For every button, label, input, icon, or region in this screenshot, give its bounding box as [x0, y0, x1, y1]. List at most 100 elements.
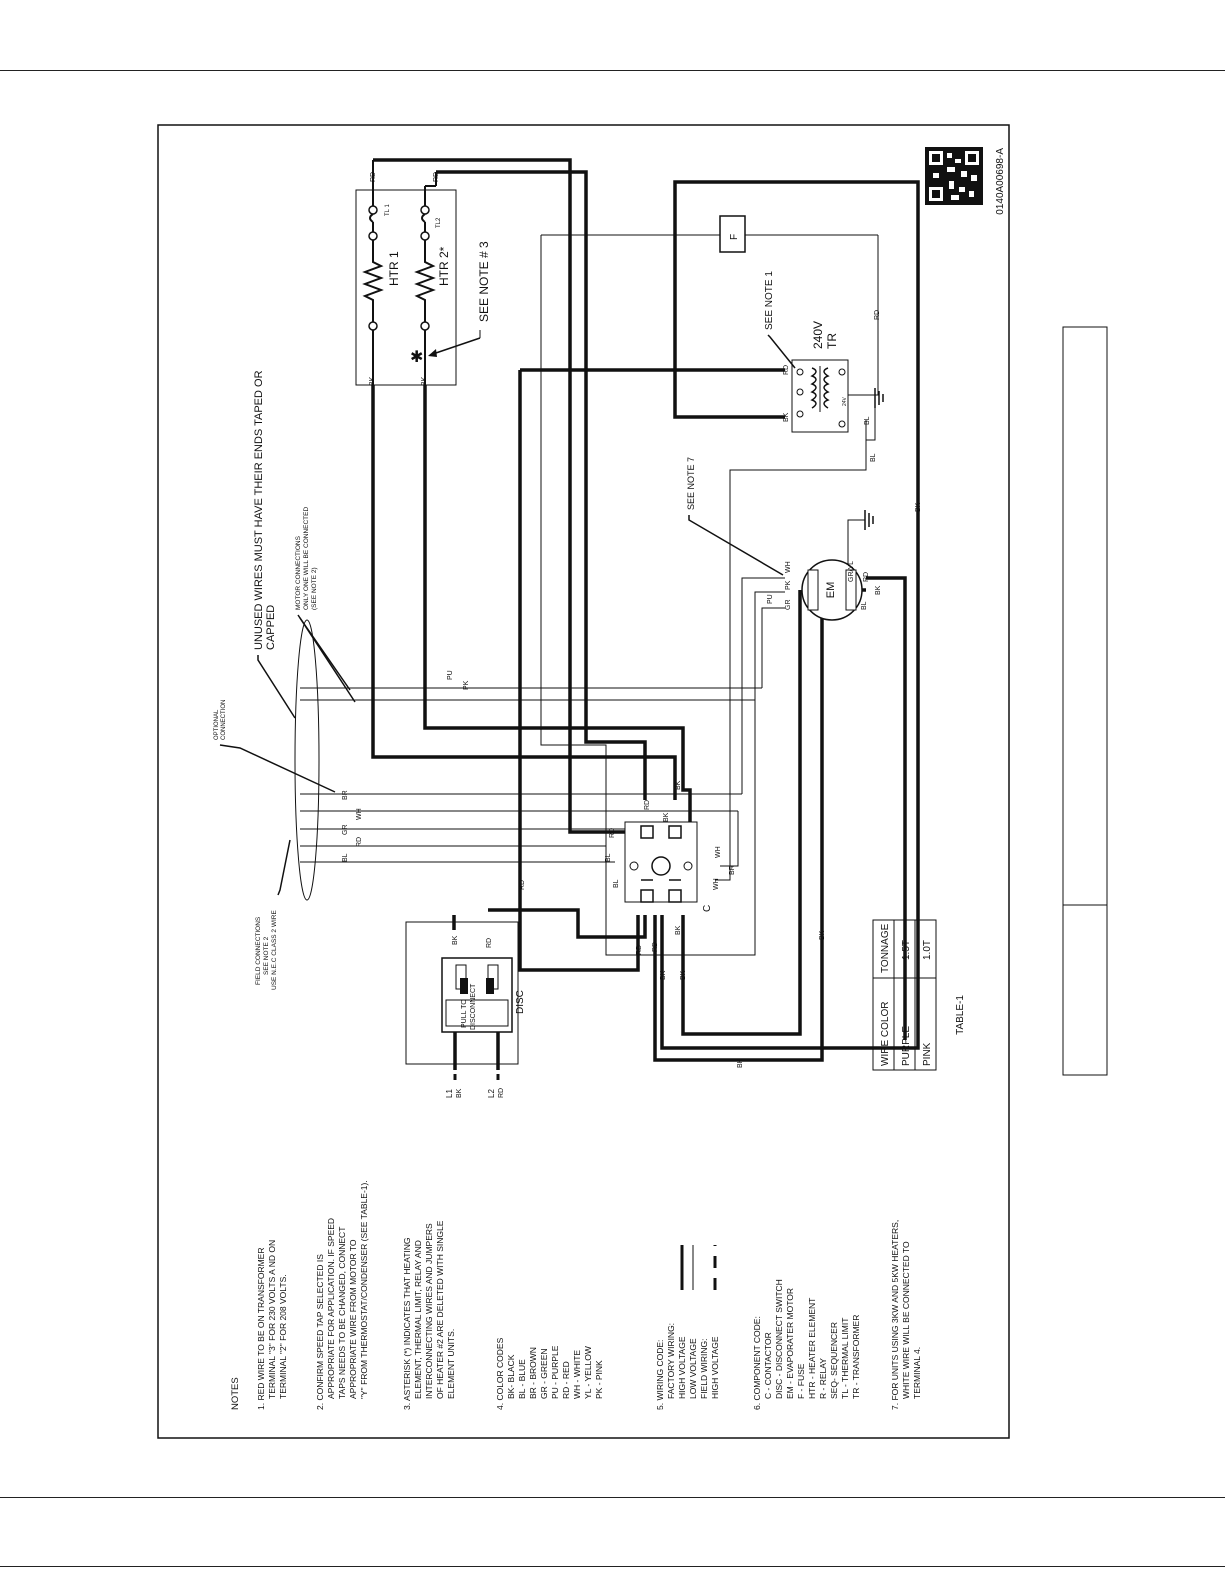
heater-assembly: HTR 1 HTR 2* TL 1 TL2 ✱ SEE NOTE # 3 [355, 160, 491, 386]
wire-tag: RD [356, 837, 363, 847]
wire-tag: BK [819, 930, 826, 940]
wire-tag: GR [785, 600, 792, 611]
wire-tag: RD [486, 938, 493, 948]
note-1-line-3: TERMINAL "2" FOR 208 VOLTS. [278, 1274, 288, 1399]
note-5-line-5: FIELD WIRING: [699, 1339, 709, 1399]
htr1-label: HTR 1 [387, 251, 401, 286]
note-2-line-3: TAPS NEEDS TO BE CHANGED, CONNECT [337, 1227, 347, 1399]
wire-tag: BK [783, 412, 790, 422]
fuse-component: F [719, 215, 746, 253]
note-5-line-3: HIGH VOLTAGE [677, 1336, 687, 1399]
wire-tag: BK [680, 970, 687, 980]
wire-tag: BK [737, 1058, 744, 1068]
notes-block: NOTES 1. RED WIRE TO BE ON TRANSFORMER T… [230, 1180, 922, 1410]
note-6-line-3: DISC - DISCONNECT SWITCH [774, 1279, 784, 1399]
em-label: EM [825, 582, 837, 599]
wire-tag: GR [342, 825, 349, 836]
wire-tag: BK [915, 502, 922, 512]
note-6-line-1: 6. COMPONENT CODE: [752, 1316, 762, 1410]
motor-connections-label-1: MOTOR CONNECTIONS [295, 535, 302, 610]
wire-tag: RD [519, 880, 526, 890]
wire-tags: BK BK RD RD RD BK RD BK BL BL GR/YL WH P… [342, 172, 922, 1068]
tr-voltage-label: 240V [811, 321, 825, 349]
note-4-line-6: PU - PURPLE [550, 1345, 560, 1399]
wire-tag: RD [874, 310, 881, 320]
transformer-component: 240V TR 24V [791, 321, 849, 433]
table-cell: PINK [922, 1042, 933, 1066]
wire-tag: RD [636, 945, 643, 955]
evaporator-motor-component: EM [801, 559, 863, 621]
wire-tag: BL [861, 601, 868, 610]
wire-tag: GR/YL [848, 561, 855, 582]
thermal-limit-2-icon [421, 213, 426, 223]
note-3-line-2: ELEMENT, THERMAL LIMIT, RELAY AND [413, 1240, 423, 1399]
part-number: 0140A00698-A [995, 148, 1006, 215]
heater-element-1-icon [362, 240, 384, 322]
note-6-line-7: R - RELAY [818, 1358, 828, 1399]
wire-tag: WH [715, 846, 722, 858]
note-4-line-5: GR - GREEN [539, 1348, 549, 1399]
field-connection-ellipse [294, 619, 320, 901]
optional-connection-label-1: OPTIONAL [214, 709, 220, 740]
note-7-line-3: TERMINAL 4. [912, 1347, 922, 1399]
htr2-label: HTR 2* [437, 246, 451, 286]
table-header-tonnage: TONNAGE [880, 923, 891, 973]
l2-label: L2 [487, 1089, 496, 1098]
wire-tag: BL [342, 853, 349, 862]
disconnect-switch-component: PULL TO DISCONNECT DISC [405, 921, 526, 1080]
note-7-line-2: WHITE WIRE WILL BE CONNECTED TO [901, 1241, 911, 1399]
wire-tag: RD [863, 572, 870, 582]
wire-tag: RD [370, 172, 377, 182]
field-connections-label-2: SEE NOTE 2 [263, 936, 270, 975]
note-6-line-10: TR - TRANSFORMER [851, 1315, 861, 1399]
wire-tag: BK [675, 780, 682, 790]
asterisk-mark: ✱ [410, 349, 423, 366]
wire-tag: BR [729, 865, 736, 875]
note-5-line-2: FACTORY WIRING: [666, 1323, 676, 1399]
low-voltage-wires [300, 234, 879, 956]
wire-tag: RD [433, 172, 440, 182]
note-2-line-1: 2. CONFIRM SPEED TAP SELECTED IS [315, 1254, 325, 1410]
l1-label: L1 [445, 1089, 454, 1098]
tr-label: TR [825, 333, 839, 349]
note-3-line-3: INTERCONNECTING WIRES AND JUMPERS [424, 1223, 434, 1399]
tr-24v-label: 24V [842, 396, 848, 406]
wire-tag: PU [447, 670, 454, 680]
field-connections-label-3: USE N.E.C CLASS 2 WIRE [271, 910, 278, 990]
heater-element-2-icon [414, 240, 436, 322]
note-5-line-4: LOW VOLTAGE [688, 1338, 698, 1399]
ground-icon [864, 510, 874, 530]
wire-tag: BL [870, 453, 877, 462]
disc-disconnect-label: DISCONNECT [470, 983, 477, 1030]
note-1-line-1: 1. RED WIRE TO BE ON TRANSFORMER [256, 1248, 266, 1410]
wire-tag: RD [498, 1088, 505, 1098]
wire-tag: RD [609, 828, 616, 838]
wire-tag: BK [421, 376, 428, 386]
wire-tag: RD [783, 365, 790, 375]
wire-tag: BL [613, 879, 620, 888]
note-4-line-4: BR - BROWN [528, 1347, 538, 1399]
note-5-line-6: HIGH VOLTAGE [710, 1336, 720, 1399]
wire-tag: BL [605, 853, 612, 862]
see-note-1-label: SEE NOTE 1 [764, 271, 775, 330]
contactor-component: C [624, 821, 713, 912]
title-block [1062, 326, 1108, 1076]
see-note-7-label: SEE NOTE 7 [686, 457, 696, 510]
note-5-line-1: 5. WIRING CODE: [655, 1340, 665, 1410]
note-4-line-9: YL - YELLOW [583, 1346, 593, 1399]
wire-tag: PK [463, 680, 470, 690]
note-3-line-5: ELEMENT UNITS. [446, 1329, 456, 1399]
field-connections-label-1: FIELD CONNECTIONS [255, 916, 262, 985]
wire-tag: BK [369, 376, 376, 386]
note-2-line-2: APPROPRIATE FOR APPLICATION. IF SPEED [326, 1218, 336, 1399]
unused-wires-label-1: UNUSED WIRES MUST HAVE THEIR ENDS TAPED … [253, 370, 265, 650]
disc-pull-label: PULL TO [461, 999, 468, 1028]
note-4-line-3: BL - BLUE [517, 1359, 527, 1399]
see-note-3-label: SEE NOTE # 3 [477, 241, 491, 322]
ground-icon [874, 388, 884, 408]
wire-tag: BK [675, 925, 682, 935]
contactor-label: C [702, 905, 713, 912]
note-6-line-5: F - FUSE [796, 1363, 806, 1399]
note-6-line-4: EM - EVAPORATER MOTOR [785, 1288, 795, 1399]
